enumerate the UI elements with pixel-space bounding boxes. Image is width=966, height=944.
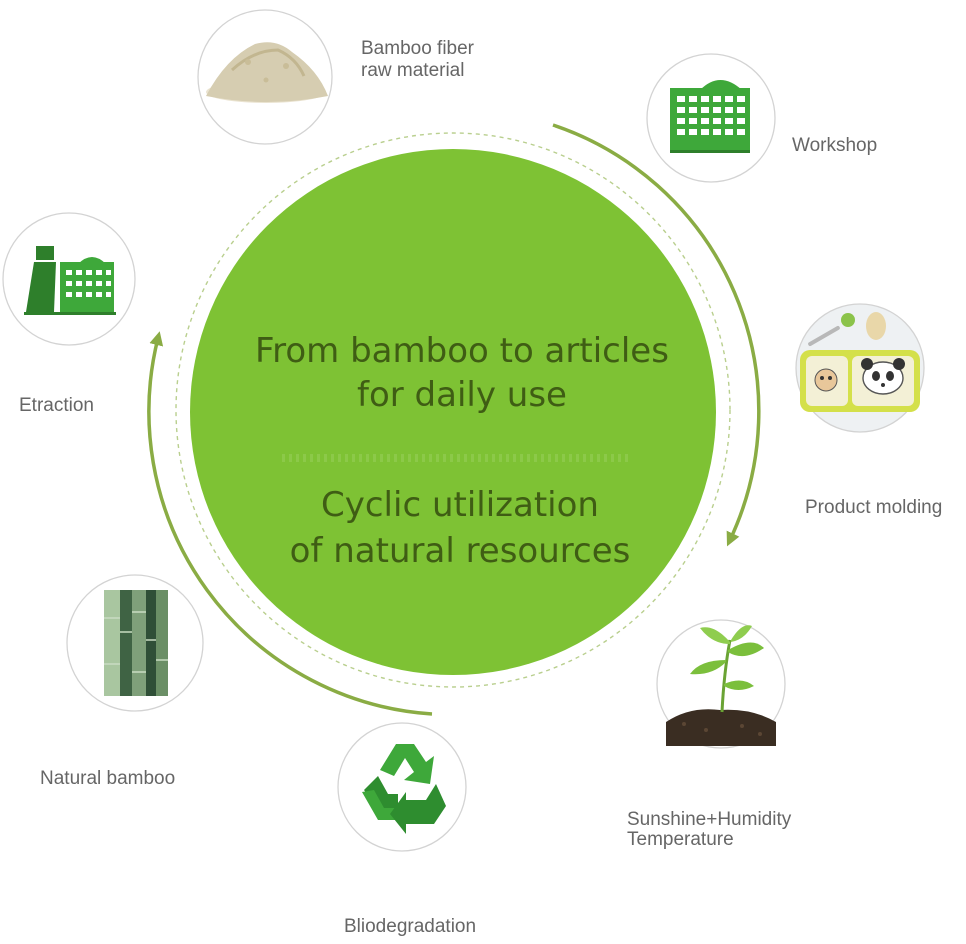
factory-building-icon	[670, 80, 750, 153]
sunshine-node	[656, 619, 786, 749]
panda-plate-icon	[800, 312, 920, 412]
factory-chimney-icon	[24, 246, 116, 315]
center-disk	[190, 149, 716, 675]
recycle-icon	[362, 744, 446, 834]
natural-bamboo-label: Natural bamboo	[40, 768, 176, 789]
sprout-icon	[666, 625, 776, 746]
workshop-label: Workshop	[792, 135, 878, 156]
center-headline-line2: for daily use	[357, 375, 567, 415]
natural-bamboo-node	[66, 574, 204, 712]
sunshine-label: Sunshine+Humidity Temperature	[627, 810, 791, 850]
sunshine-label-line2: Temperature	[627, 829, 734, 850]
bamboo-fiber-label-line1: Bamboo fiber	[361, 38, 475, 59]
left-cycle-arrow	[147, 331, 433, 716]
product-molding-label: Product molding	[805, 497, 943, 518]
center-subline-line2: of natural resources	[290, 531, 631, 571]
right-cycle-arrow	[552, 123, 761, 547]
extraction-node	[2, 212, 136, 346]
bamboo-fiber-label: Bamboo fiber raw material	[361, 38, 474, 82]
sunshine-label-line1: Sunshine+Humidity	[627, 809, 792, 830]
biodegradation-label: Bliodegradation	[344, 916, 477, 937]
dashed-orbit-ring	[175, 132, 731, 688]
product-molding-node	[795, 303, 925, 433]
bamboo-fiber-node	[197, 9, 333, 145]
extraction-label: Etraction	[19, 395, 94, 416]
workshop-node	[646, 53, 776, 183]
powder-pile-icon	[206, 42, 328, 103]
center-subline-line1: Cyclic utilization	[321, 485, 599, 525]
center-headline-line1: From bamboo to articles	[255, 331, 669, 371]
bamboo-stalks-icon	[104, 590, 168, 696]
bamboo-fiber-label-line2: raw material	[361, 60, 465, 81]
biodegradation-node	[337, 722, 467, 852]
